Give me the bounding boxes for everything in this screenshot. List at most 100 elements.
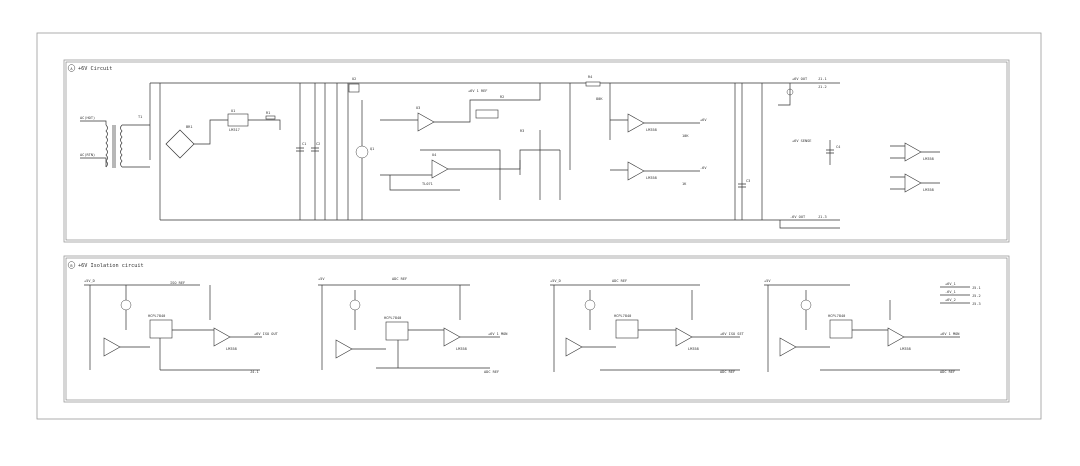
spare-opamp-top [904,142,922,162]
iso4-ref-bottom: ADC REF [940,370,955,374]
p6v-label: +6V [700,118,707,122]
r1k-label: 1K [682,182,687,186]
tl071-label: TL071 [422,182,433,186]
iso4-amp-label: LM358 [900,347,911,351]
transistor-q1 [355,145,369,159]
iso2-opamp-a [335,339,353,359]
bridge-input-wires [122,83,151,168]
transformer-primary [105,124,108,168]
ic-u2 [348,83,360,93]
section-a-marker-circle [67,64,76,72]
iso2-wires [318,284,470,370]
iso2-signal-wires [352,329,500,369]
opamp-u6 [627,161,645,181]
spare-opamp-wires [890,145,940,190]
section-a-border [63,59,1010,243]
bulk-cap-lines [299,83,349,220]
iso-block-1: +5V_D HCPL7840 LM358 +6V ISO OUT ISO REF… [84,279,279,374]
opamp-u3 [417,112,435,132]
iso4-signal-wires [796,329,960,371]
ref-label: +6V 1 REF [468,89,487,93]
iso3-ref-label: ADC REF [612,279,627,283]
iso1-signal-wires [120,329,262,371]
regulator-u1 [227,113,249,127]
output-wires [610,119,700,172]
u1-label: U1 [231,109,235,113]
opamp-u5 [627,113,645,133]
iso3-opto-label: HCPL7840 [614,314,631,318]
c4-label: C4 [836,145,840,149]
transformer-secondary [120,124,123,168]
t1-label: T1 [138,115,142,119]
test-point-wire [778,83,791,106]
iso4-sig3: +6V_2 [945,298,956,302]
section-a-inner-border [65,61,1008,241]
iso3-transistor [584,299,596,311]
iso4-connector-wires [940,286,970,304]
ac-rtn-label: AC(RTN) [80,153,95,157]
iso4-transistor [800,299,812,311]
br1-label: BR1 [186,125,193,129]
iso3-amp-label: LM358 [688,347,699,351]
bottom-connector-wire [779,220,840,229]
iso4-j2: J5-2 [972,294,981,298]
r1-label: R1 [266,111,270,115]
j1-1-label: J1-1 [818,77,827,81]
section-b: B +6V Isolation circuit +5V_D HCPL7840 L… [63,255,1010,403]
lm358-label-top: LM358 [646,128,657,132]
u2-label: U2 [352,77,356,81]
ac-hot-label: AC(HOT) [80,116,95,120]
c2-label: C2 [316,142,320,146]
m6v-label: -6V [700,166,707,170]
iso1-output-label: +6V ISO OUT [254,332,279,336]
opamp-u4 [431,159,449,179]
section-b-title: +6V Isolation circuit [78,263,144,269]
transformer-core [112,125,116,168]
cap-c4 [826,140,834,165]
section-a-marker: A [70,67,73,71]
iso2-amp-label: LM358 [456,347,467,351]
iso4-opamp-b [887,327,905,347]
iso1-opamp-b [213,327,231,347]
ac-input-wires [80,120,107,167]
r10k-label: 10K [682,134,689,138]
cap-c3 [738,183,746,188]
bridge-rectifier [165,129,195,159]
iso2-opamp-b [443,327,461,347]
iso2-input-label: +5V [318,277,325,281]
iso4-input-label: +5V [764,279,771,283]
iso2-opto-label: HCPL7840 [384,316,401,320]
lm317-label: LM317 [229,128,240,132]
spare-opamp-bot [904,173,922,193]
spare-lm358-top: LM358 [923,157,934,161]
iso4-opto-label: HCPL7840 [828,314,845,318]
resistor-network [475,109,499,119]
r4-label: R4 [588,75,592,79]
c1-label: C1 [302,142,306,146]
j1-2-label: J1-2 [818,85,827,89]
regulator-wires [194,119,281,145]
iso2-output-label: +6V 1 MON [488,332,507,336]
iso1-amp-label: LM358 [226,347,237,351]
r2-label: R2 [500,95,504,99]
iso1-ref-label: ISO REF [170,281,185,285]
right-feed-wires [569,83,611,170]
cap-c1-c2 [296,147,319,152]
section-b-marker-circle [67,261,76,269]
iso4-j3: J5-3 [972,302,981,306]
mid-wires [519,130,561,200]
output-bus [734,83,763,220]
iso2-ref-label: ADC REF [392,277,407,281]
iso1-j-label: J4-1 [250,370,259,374]
iso1-input-label: +5V_D [84,279,95,283]
iso3-output-label: +6V ISO SET [720,332,745,336]
sheet-border [36,32,1042,420]
iso3-wires [550,284,700,372]
r3-label: R3 [520,129,524,133]
iso1-opamp-a [103,337,121,357]
c3-label: C3 [746,179,750,183]
main-rails [150,82,840,221]
iso4-j1: J5-1 [972,286,981,290]
